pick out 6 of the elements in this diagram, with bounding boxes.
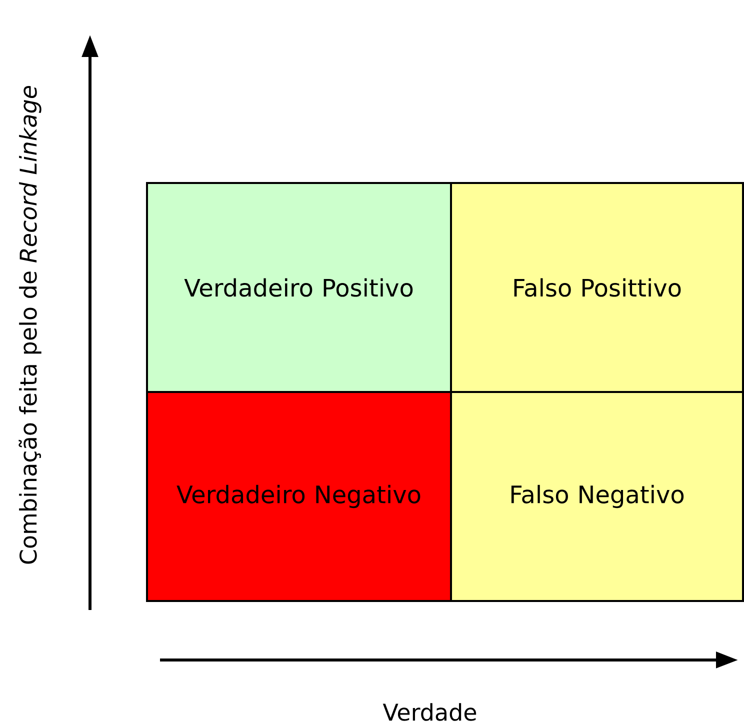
axis-label: Verdade <box>382 703 476 721</box>
matrix-cell: Falso Negativo <box>450 391 744 602</box>
axis-label: Combinação feita pelo de Record Linkage <box>18 86 42 564</box>
matrix-cell: Verdadeiro Positivo <box>146 182 452 393</box>
matrix-cell: Verdadeiro Negativo <box>146 391 452 602</box>
matrix-cell: Falso Posittivo <box>450 182 744 393</box>
